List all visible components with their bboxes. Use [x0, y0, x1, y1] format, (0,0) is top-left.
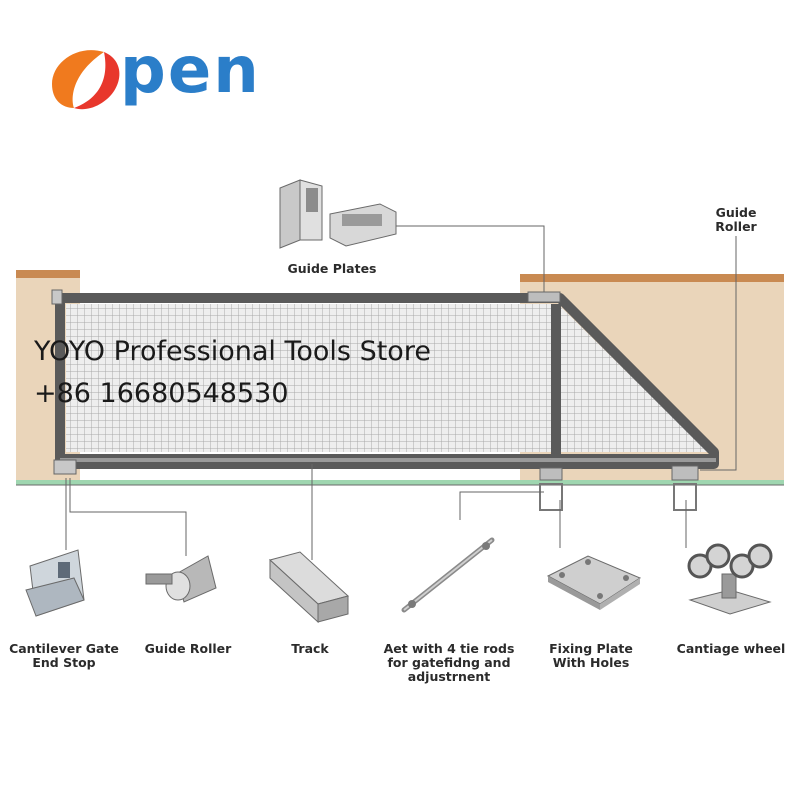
left-post-bracket	[51, 289, 63, 305]
track-icon	[268, 551, 350, 624]
label-fixing-plate: Fixing Plate With Holes	[549, 641, 633, 670]
end-stop-icon	[25, 549, 85, 617]
watermark-phone: +86 16680548530	[34, 378, 289, 409]
brand-logo-text: pen	[120, 34, 261, 108]
end-stop-mounted	[53, 459, 77, 475]
brand-logo-mark	[52, 50, 120, 110]
guide-plates-icon	[279, 179, 397, 249]
carriage-left-mounted	[539, 467, 563, 511]
sliding-gate	[55, 293, 719, 469]
label-guide-plates: Guide Plates	[287, 261, 377, 276]
leader-lines	[65, 225, 737, 560]
fixing-plate-icon	[546, 555, 642, 610]
label-carriage-wheel: Cantiage wheel	[676, 641, 786, 656]
label-track: Track	[291, 641, 329, 656]
label-guide-roller-top: Guide Roller	[715, 205, 757, 234]
watermark-store-name: YOYO Professional Tools Store	[34, 336, 431, 367]
carriage-wheel-icon	[687, 543, 773, 615]
label-end-stop: Cantilever Gate End Stop	[9, 641, 119, 670]
tie-rod-icon	[401, 537, 495, 613]
guide-roller-icon	[145, 555, 217, 603]
top-guide-plate-mounted	[527, 291, 561, 303]
label-tie-rods: Aet with 4 tie rods for gatefidng and ad…	[383, 641, 515, 684]
label-guide-roller: Guide Roller	[144, 641, 232, 656]
ground-line	[16, 480, 784, 485]
carriage-right-mounted	[671, 465, 699, 511]
